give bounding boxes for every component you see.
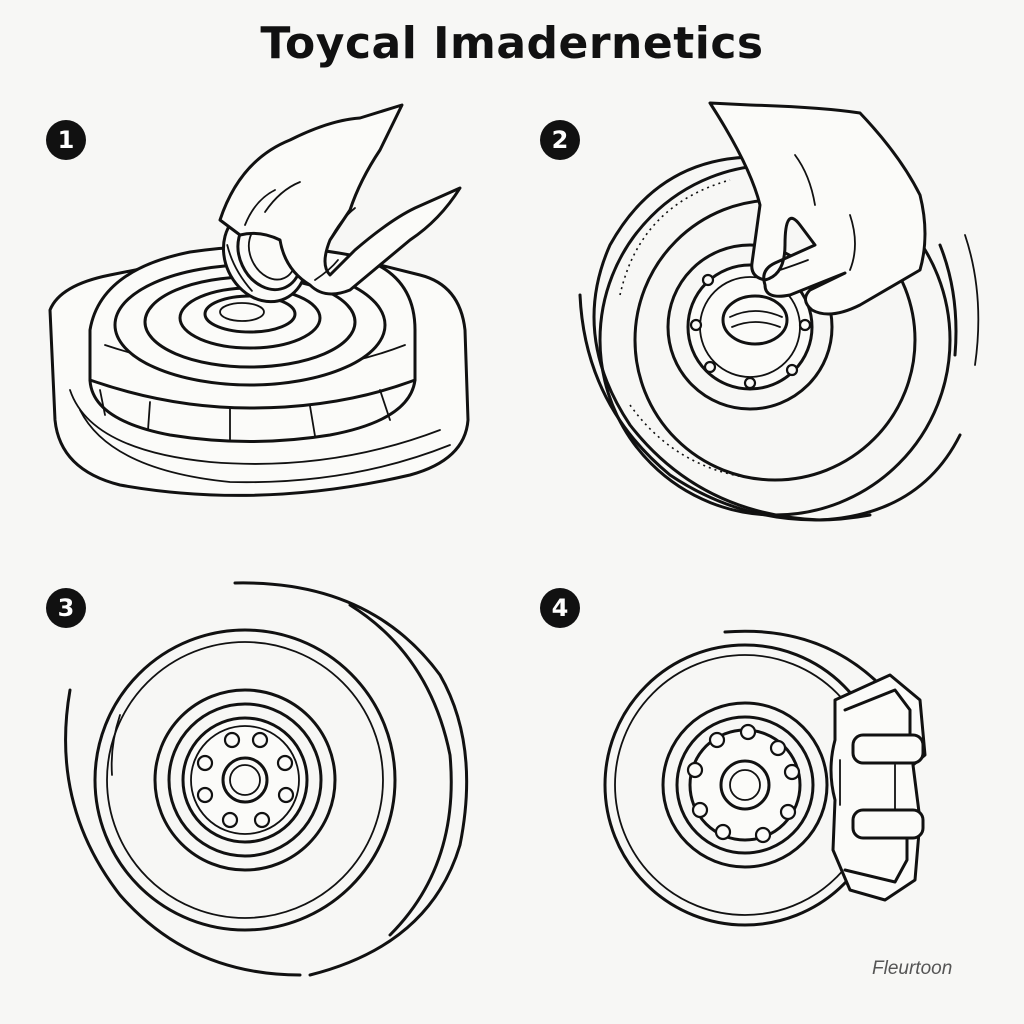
brake-rotor-with-caliper-icon (603, 629, 927, 927)
artist-signature: Fleurtoon (872, 958, 953, 979)
step-2-badge: 2 (540, 120, 580, 160)
step-2-illustration (560, 95, 990, 535)
step-1-badge: 1 (46, 120, 86, 160)
step-4-badge: 4 (540, 588, 580, 628)
step-3-badge: 3 (46, 588, 86, 628)
step-1-illustration (30, 90, 490, 550)
hand-pressing-seal-into-rotor-icon (578, 101, 980, 522)
page-title: Toycal Imadernetics (260, 18, 764, 69)
step-3-illustration (50, 575, 480, 995)
step-4-illustration (595, 620, 955, 950)
brake-rotor-icon (64, 581, 469, 977)
hand-placing-seal-on-hub-icon (48, 103, 470, 497)
